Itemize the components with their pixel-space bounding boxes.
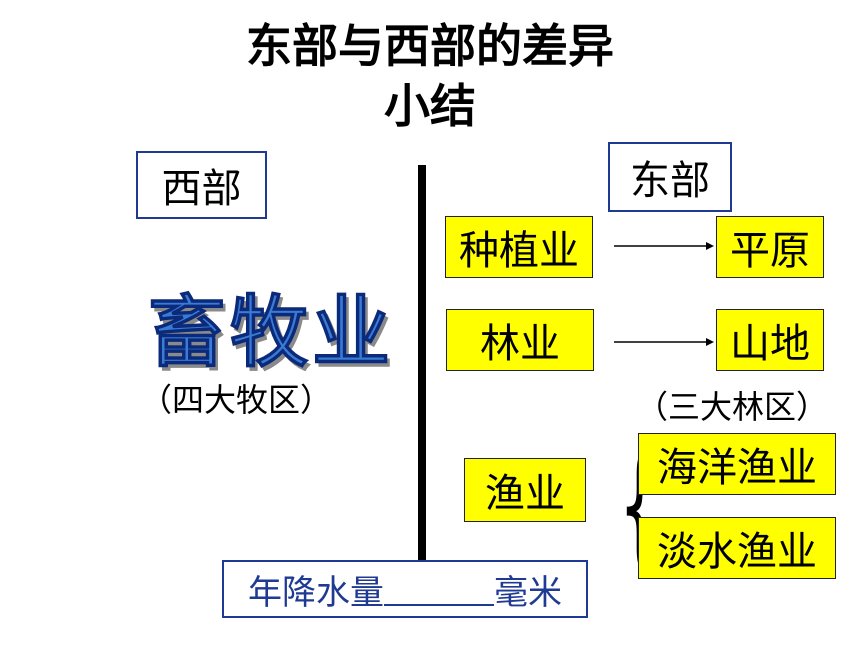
precipitation-label: 年降水量 [248,572,384,613]
plain-terrain-box: 平原 [716,216,824,278]
arrow-icon [614,338,714,346]
crop-farming-box: 种植业 [445,216,593,278]
freshwater-fishery-box: 淡水渔业 [638,517,836,579]
forestry-box: 林业 [446,309,594,371]
page-title: 东部与西部的差异 [246,19,614,73]
east-label-box: 东部 [608,142,732,212]
arrow-icon [614,242,714,250]
west-label-box: 西部 [136,151,267,219]
precipitation-blank[interactable] [384,572,494,606]
west-pastoral-note: （四大牧区） [140,381,333,419]
precipitation-unit: 毫米 [494,572,562,613]
animal-husbandry-wordart: 畜牧业 [147,288,395,379]
precipitation-box: 年降水量 毫米 [222,560,588,618]
fishery-box: 渔业 [464,458,586,522]
page-subtitle: 小结 [384,79,476,133]
east-forest-note: （三大林区） [636,388,829,426]
marine-fishery-box: 海洋渔业 [638,433,836,495]
mountain-terrain-box: 山地 [716,309,824,371]
divider-line [418,165,426,561]
